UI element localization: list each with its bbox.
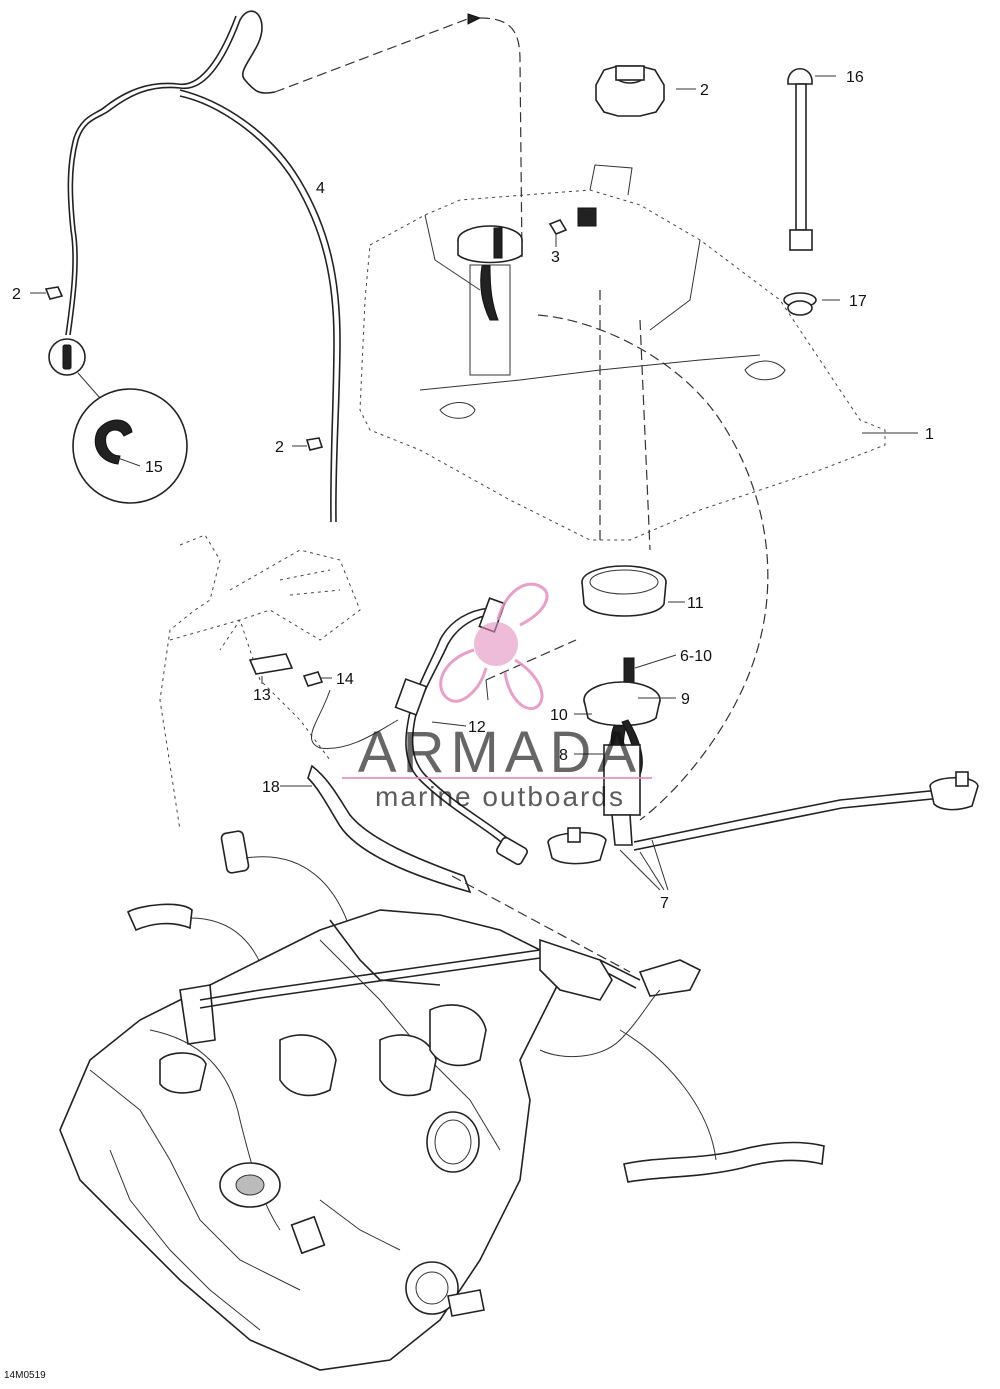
callout-17: 17 xyxy=(849,293,867,310)
engine-block xyxy=(59,909,702,1371)
callout-2-left: 2 xyxy=(12,286,21,303)
assembly-leaders xyxy=(451,290,769,973)
callout-14: 14 xyxy=(336,671,354,688)
callout-1: 1 xyxy=(925,426,934,443)
detail-magnifier xyxy=(48,338,188,504)
callout-2-middle: 2 xyxy=(275,439,284,456)
fuel-line xyxy=(310,597,577,866)
catalog-code: 14M0519 xyxy=(4,1370,46,1381)
vent-hose xyxy=(65,10,523,523)
callout-2-top: 2 xyxy=(700,82,709,99)
hose-clamp-middle xyxy=(292,437,324,451)
callout-10: 10 xyxy=(550,707,568,724)
callout-9: 9 xyxy=(681,691,690,708)
bracket-and-screw xyxy=(248,653,332,687)
callout-13: 13 xyxy=(253,687,271,704)
watermark: ARMADA marine outboards xyxy=(342,582,652,812)
callout-18: 18 xyxy=(262,779,280,796)
lock-ring xyxy=(581,565,685,617)
callout-6-10: 6-10 xyxy=(680,648,712,665)
fuel-tank xyxy=(359,164,918,541)
hose-segment-long xyxy=(619,1029,825,1183)
callout-15: 15 xyxy=(145,459,163,476)
callout-16: 16 xyxy=(846,69,864,86)
callout-11: 11 xyxy=(687,595,704,612)
fuel-cap xyxy=(595,65,696,117)
callout-12: 12 xyxy=(468,719,486,736)
pump-base xyxy=(547,771,979,891)
callout-3: 3 xyxy=(551,249,560,266)
grommet xyxy=(783,292,840,316)
callout-4: 4 xyxy=(316,180,325,197)
callout-labels: 1 2 2 2 3 4 6-10 7 8 9 10 11 12 13 14 15… xyxy=(12,69,934,912)
frame-ghost xyxy=(159,534,361,831)
level-gauge xyxy=(787,67,836,251)
hose-clamp-left xyxy=(30,286,64,300)
fuel-pump-in-tank xyxy=(457,225,523,376)
callout-7: 7 xyxy=(660,895,669,912)
return-hose xyxy=(280,764,472,894)
watermark-brand: ARMADA xyxy=(358,720,642,785)
watermark-tagline: marine outboards xyxy=(375,781,625,812)
fuel-pump-assembly xyxy=(574,654,677,846)
callout-8: 8 xyxy=(559,747,568,764)
propeller-logo-icon xyxy=(439,582,549,711)
